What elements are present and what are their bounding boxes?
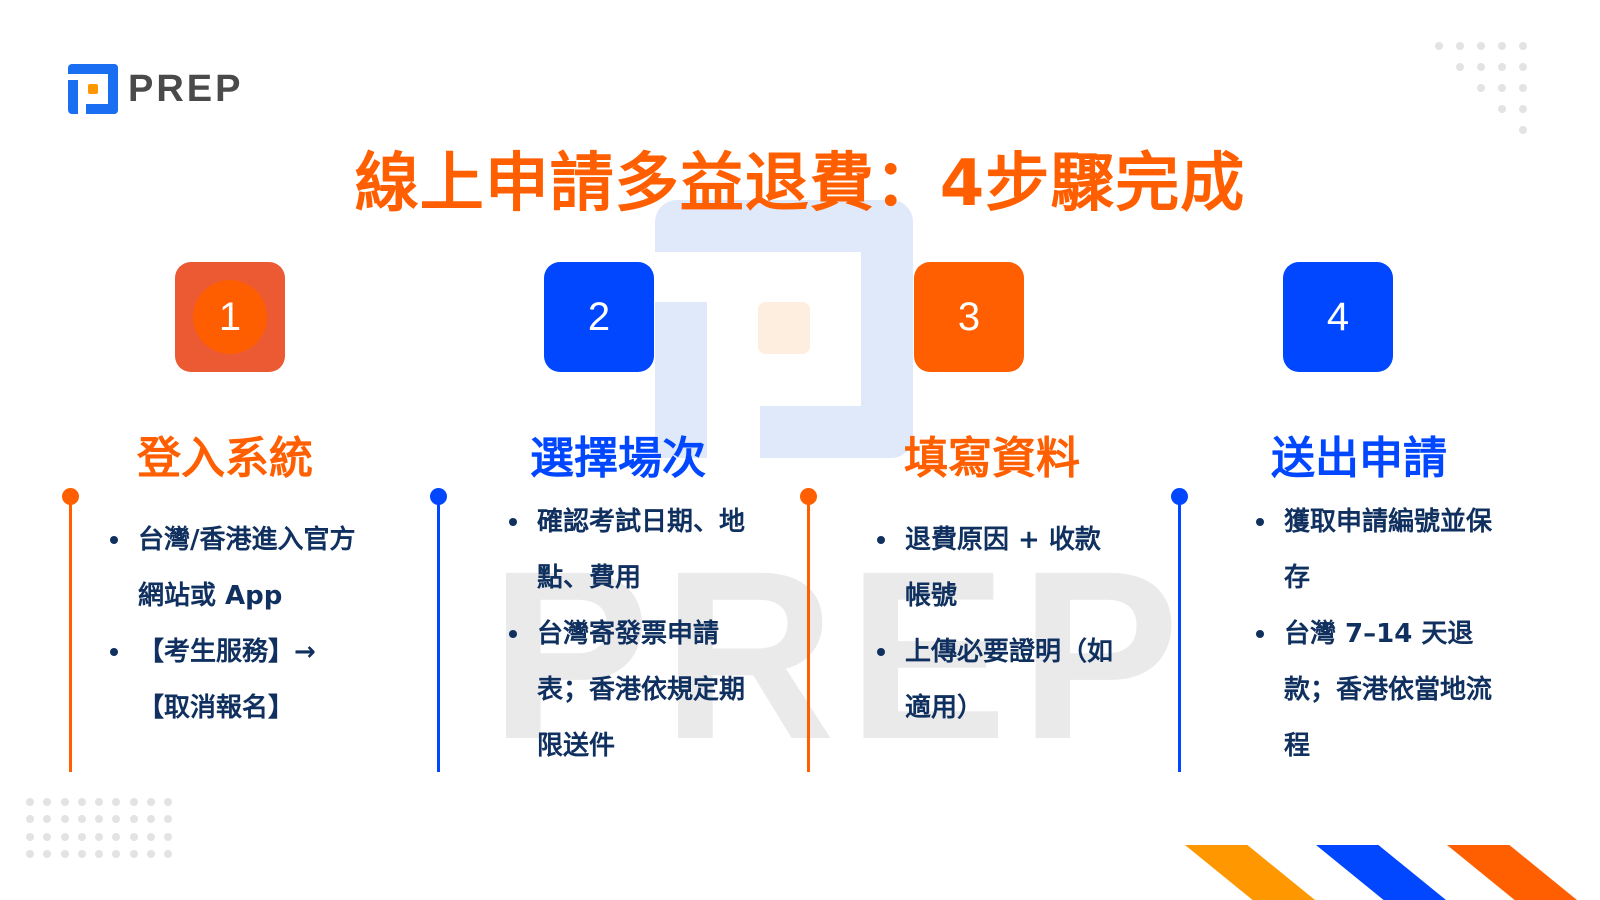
step-number: 4 xyxy=(1326,294,1350,339)
step-number: 2 xyxy=(587,294,611,339)
bullet-item: 台灣 7–14 天退款；香港依當地流程 xyxy=(1256,606,1496,774)
logo-text: PREP xyxy=(128,67,244,110)
step-number: 1 xyxy=(218,294,242,339)
step-heading: 登入系統 xyxy=(137,433,313,484)
timeline-dot xyxy=(800,488,817,505)
timeline-dot xyxy=(1171,488,1188,505)
prep-logo-icon xyxy=(68,64,118,114)
bullet-item: 獲取申請編號並保存 xyxy=(1256,494,1496,606)
timeline-dot xyxy=(430,488,447,505)
step-3-badge: 3 xyxy=(914,262,1024,372)
dot-pattern-top-right xyxy=(1435,42,1545,142)
timeline-line xyxy=(430,488,447,772)
step-bullets: 獲取申請編號並保存 台灣 7–14 天退款；香港依當地流程 xyxy=(1256,494,1496,774)
page-title: 線上申請多益退費：4步驟完成 xyxy=(354,147,1246,221)
dot-pattern-bottom-left xyxy=(26,798,173,858)
step-heading: 送出申請 xyxy=(1271,433,1447,484)
timeline-line xyxy=(1171,488,1188,772)
decorative-stripe-blue xyxy=(1316,845,1446,900)
bullet-item: 台灣/香港進入官方網站或 App xyxy=(110,512,360,624)
step-4-badge: 4 xyxy=(1283,262,1393,372)
decorative-stripe-orange xyxy=(1447,845,1577,900)
bullet-item: 確認考試日期、地點、費用 xyxy=(509,494,749,606)
bullet-item: 【考生服務】→【取消報名】 xyxy=(110,624,360,736)
step-bullets: 確認考試日期、地點、費用 台灣寄發票申請表；香港依規定期限送件 xyxy=(509,494,749,774)
step-heading: 選擇場次 xyxy=(530,433,706,484)
bullet-item: 台灣寄發票申請表；香港依規定期限送件 xyxy=(509,606,749,774)
step-heading: 填寫資料 xyxy=(904,433,1080,484)
step-bullets: 退費原因 + 收款帳號 上傳必要證明（如適用） xyxy=(877,512,1122,736)
watermark-logo-icon xyxy=(655,200,913,458)
step-2-badge: 2 xyxy=(544,262,654,372)
bullet-item: 上傳必要證明（如適用） xyxy=(877,624,1122,736)
decorative-stripe-amber xyxy=(1185,845,1315,900)
step-number: 3 xyxy=(957,294,981,339)
timeline-line xyxy=(62,488,79,772)
timeline-line xyxy=(800,488,817,772)
bullet-item: 退費原因 + 收款帳號 xyxy=(877,512,1122,624)
step-bullets: 台灣/香港進入官方網站或 App 【考生服務】→【取消報名】 xyxy=(110,512,360,736)
step-1-badge: 1 xyxy=(175,262,285,372)
watermark-text: PREP xyxy=(490,521,1192,789)
prep-logo: PREP xyxy=(68,64,243,114)
timeline-dot xyxy=(62,488,79,505)
